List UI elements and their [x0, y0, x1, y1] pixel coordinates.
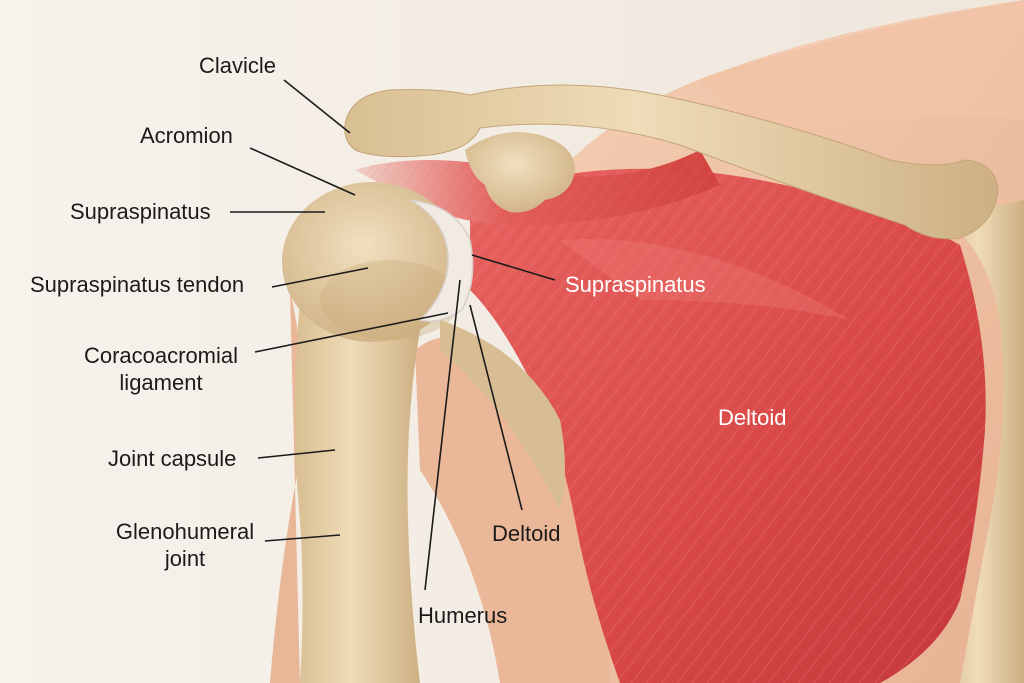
- coracoid-process: [465, 132, 575, 213]
- leader-humerus: [424, 279, 461, 591]
- label-acromion: Acromion: [140, 123, 233, 148]
- label-coracoacromial-ligament: Coracoacromial ligament: [72, 342, 250, 396]
- leader-supraspinatus-tendon: [271, 267, 369, 288]
- leader-acromion: [249, 147, 356, 196]
- label-deltoid-lower: Deltoid: [492, 521, 561, 546]
- humerus-shaft: [295, 300, 420, 683]
- deltoid-fibers: [470, 168, 986, 683]
- leader-joint-capsule: [257, 449, 336, 459]
- label-supraspinatus-on-muscle: Supraspinatus: [565, 272, 706, 297]
- glenoid-neck: [440, 320, 565, 510]
- label-glenohumeral-line2: joint: [164, 546, 206, 571]
- leader-glenohumeral: [264, 534, 341, 542]
- leader-deltoid-lower: [469, 304, 523, 511]
- joint-capsule-tendon: [409, 199, 474, 322]
- skin-arm-outer: [270, 290, 304, 683]
- scapula-edge: [940, 200, 1024, 683]
- label-deltoid-on-muscle: Deltoid: [718, 405, 787, 430]
- leader-lines: [230, 79, 556, 591]
- label-humerus: Humerus: [418, 603, 508, 628]
- humeral-head: [282, 182, 462, 342]
- leader-coracoacromial: [254, 312, 449, 353]
- label-clavicle: Clavicle: [199, 53, 277, 78]
- label-supraspinatus-left: Supraspinatus: [70, 199, 211, 224]
- label-coracoacromial-line1: Coracoacromial: [83, 343, 239, 368]
- label-supraspinatus-tendon: Supraspinatus tendon: [30, 272, 245, 297]
- clavicle-bone: [344, 84, 999, 240]
- leader-supraspinatus-right: [471, 254, 556, 281]
- label-glenohumeral-line1: Glenohumeral: [115, 519, 255, 544]
- deltoid-highlight: [560, 239, 850, 320]
- leader-clavicle: [283, 79, 351, 134]
- skin-neck: [700, 0, 1024, 140]
- label-joint-capsule: Joint capsule: [108, 446, 237, 471]
- label-coracoacromial-line2: ligament: [119, 370, 203, 395]
- label-glenohumeral-joint: Glenohumeral joint: [104, 518, 266, 572]
